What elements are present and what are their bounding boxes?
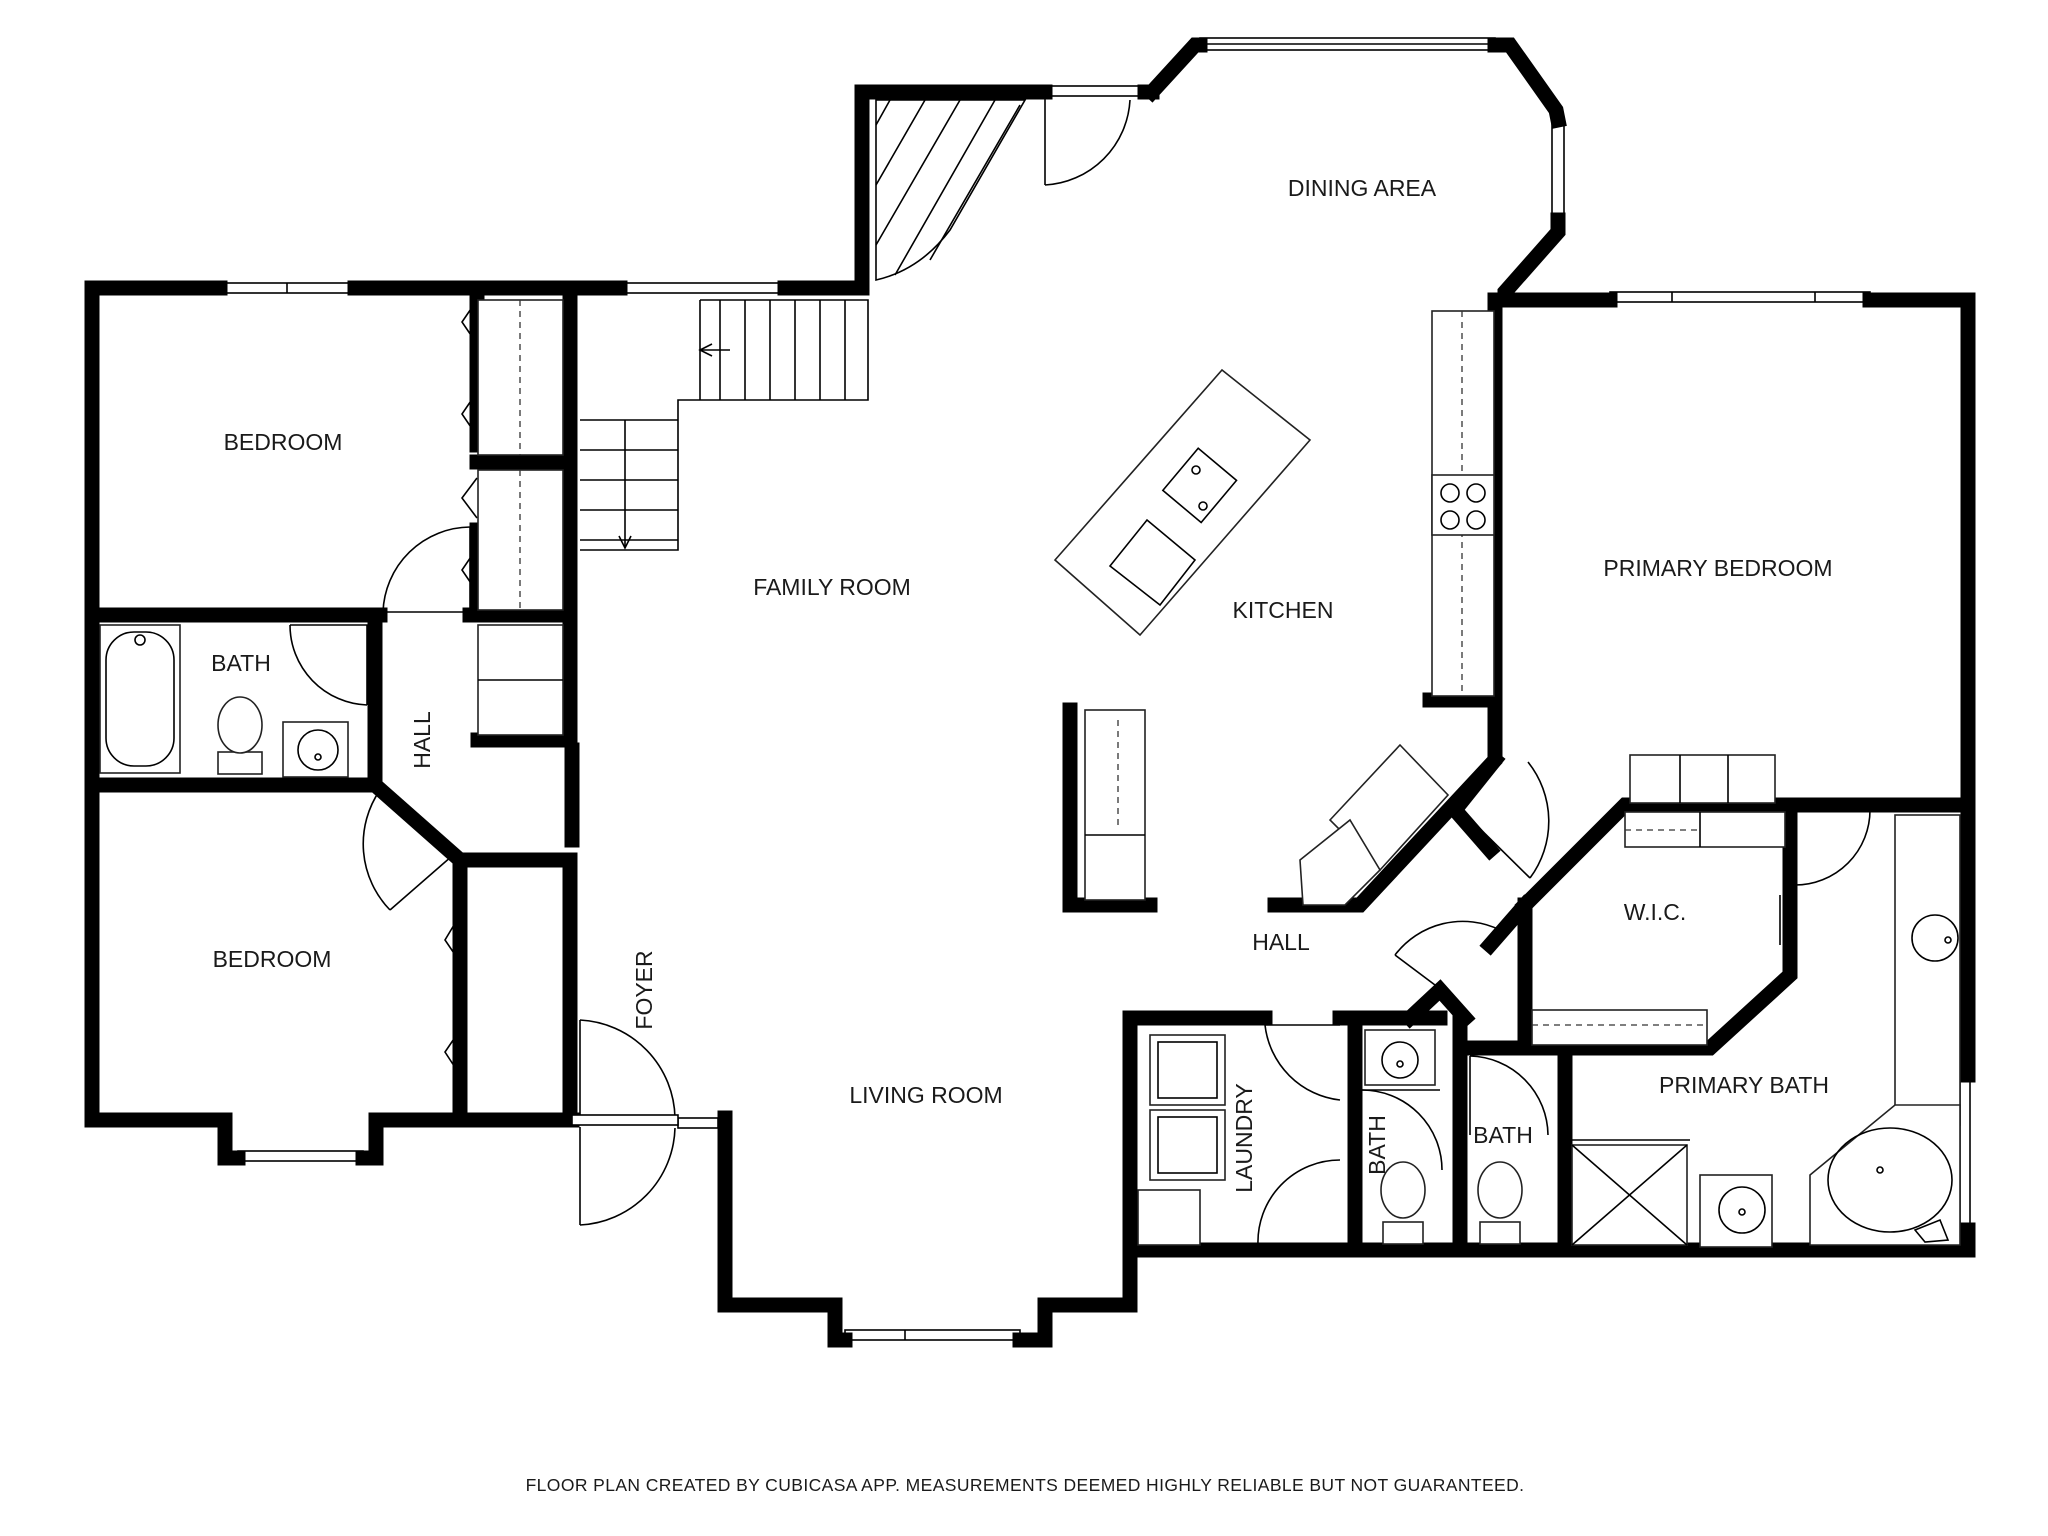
stairs — [580, 99, 1027, 551]
dining-area-label: DINING AREA — [1288, 175, 1437, 201]
walls — [84, 37, 1976, 1348]
bath-3-label: BATH — [1473, 1122, 1533, 1148]
closets — [477, 299, 1786, 1046]
family-room-label: FAMILY ROOM — [753, 574, 911, 600]
footer-disclaimer: FLOOR PLAN CREATED BY CUBICASA APP. MEAS… — [526, 1475, 1525, 1495]
wic-label: W.I.C. — [1624, 899, 1687, 925]
laundry-label: LAUNDRY — [1231, 1083, 1257, 1193]
kitchen-fixtures — [1053, 310, 1495, 906]
doors — [289, 98, 1871, 1246]
primary-bath-label: PRIMARY BATH — [1659, 1072, 1829, 1098]
living-room-label: LIVING ROOM — [849, 1082, 1002, 1108]
kitchen-label: KITCHEN — [1233, 597, 1334, 623]
foyer-label: FOYER — [631, 950, 657, 1029]
bedroom-2-label: BEDROOM — [213, 946, 332, 972]
room-labels: BEDROOM BATH HALL BEDROOM FOYER FAMILY R… — [211, 175, 1832, 1193]
bedroom-1-label: BEDROOM — [224, 429, 343, 455]
hall-1-label: HALL — [409, 711, 435, 769]
bath-2-label: BATH — [1364, 1115, 1390, 1175]
primary-bedroom-label: PRIMARY BEDROOM — [1603, 555, 1832, 581]
bath-fixtures — [99, 624, 1961, 1248]
bath-1-label: BATH — [211, 650, 271, 676]
hall-2-label: HALL — [1252, 929, 1310, 955]
